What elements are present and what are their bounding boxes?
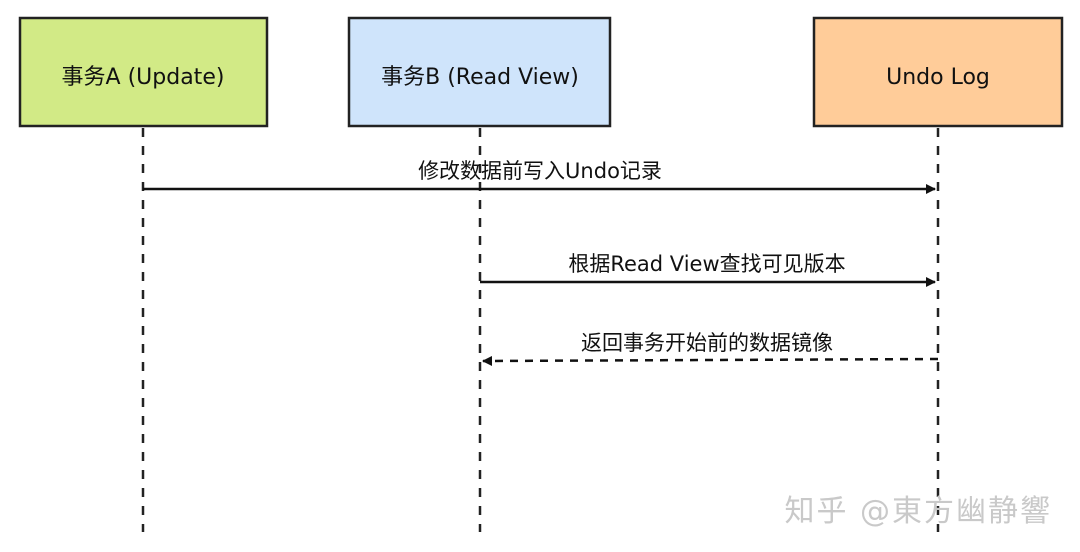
message-label: 根据Read View查找可见版本 bbox=[568, 252, 845, 276]
message-label: 修改数据前写入Undo记录 bbox=[418, 159, 662, 183]
watermark-text: 知乎 @東方幽静響 bbox=[784, 494, 1052, 529]
message-label: 返回事务开始前的数据镜像 bbox=[581, 331, 833, 355]
participant-box bbox=[18, 16, 269, 128]
participant-txB: 事务B (Read View) bbox=[347, 16, 612, 128]
message-arrow-dashed bbox=[482, 355, 939, 366]
participant-label: Undo Log bbox=[886, 65, 990, 90]
participant-box bbox=[812, 16, 1064, 128]
message-3: 返回事务开始前的数据镜像 bbox=[482, 331, 939, 366]
message-1: 修改数据前写入Undo记录 bbox=[143, 159, 936, 194]
participant-txA: 事务A (Update) bbox=[18, 16, 269, 128]
participant-label: 事务A (Update) bbox=[62, 65, 225, 90]
participant-undo: Undo Log bbox=[812, 16, 1064, 128]
participant-box bbox=[347, 16, 612, 128]
message-2: 根据Read View查找可见版本 bbox=[480, 252, 936, 287]
participant-label: 事务B (Read View) bbox=[381, 65, 579, 90]
